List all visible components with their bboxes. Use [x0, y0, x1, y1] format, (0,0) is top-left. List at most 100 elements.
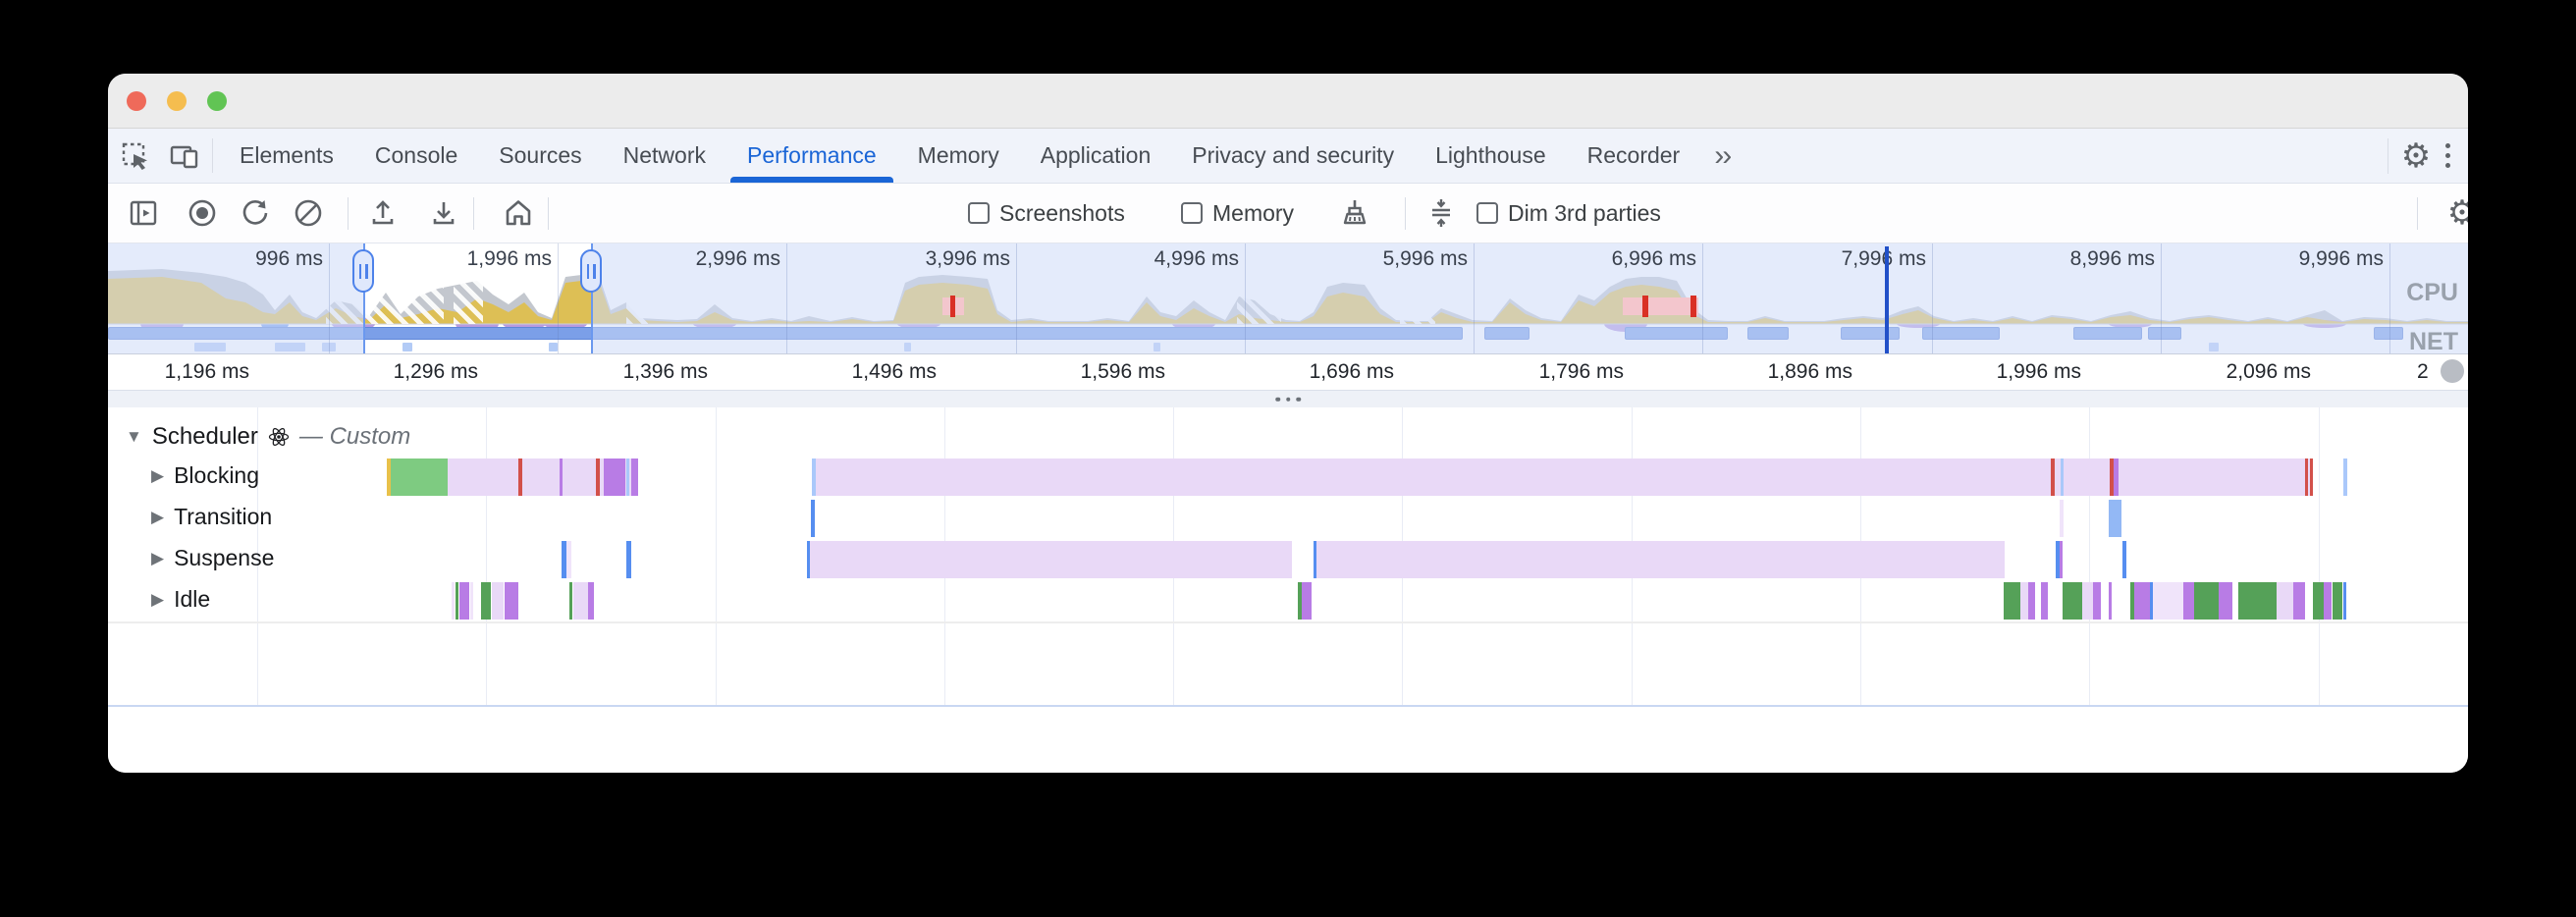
track-row-transition[interactable]: ▶Transition: [151, 504, 272, 530]
collapse-triangle-icon[interactable]: ▼: [126, 427, 142, 446]
flame-bar[interactable]: [588, 582, 594, 620]
flame-bar[interactable]: [2238, 582, 2277, 620]
minimize-window-button[interactable]: [167, 91, 187, 111]
flame-bar[interactable]: [456, 582, 458, 620]
flame-bar[interactable]: [811, 500, 815, 537]
flame-bar[interactable]: [2194, 582, 2219, 620]
flame-bar[interactable]: [2063, 582, 2082, 620]
checkbox-box[interactable]: [1181, 202, 1203, 224]
flame-bar[interactable]: [470, 582, 473, 620]
checkbox-box[interactable]: [1476, 202, 1498, 224]
clear-recording-icon[interactable]: [287, 191, 330, 235]
flame-bar[interactable]: [2293, 582, 2305, 620]
panel-splitter-handle[interactable]: [108, 390, 2468, 407]
flame-bar[interactable]: [2333, 582, 2342, 620]
tab-console[interactable]: Console: [374, 142, 458, 168]
flame-bar[interactable]: [2060, 541, 2063, 578]
flame-bar[interactable]: [2051, 458, 2055, 496]
flame-bar[interactable]: [560, 458, 563, 496]
flame-bar[interactable]: [2343, 458, 2347, 496]
flame-bar[interactable]: [2277, 582, 2293, 620]
flame-bar[interactable]: [2183, 582, 2194, 620]
flame-bar[interactable]: [452, 582, 455, 620]
selection-handle-left[interactable]: [352, 249, 374, 293]
dim-3rd-parties-checkbox[interactable]: Dim 3rd parties: [1476, 191, 1661, 235]
flame-bar[interactable]: [604, 458, 625, 496]
download-profile-icon[interactable]: [422, 191, 465, 235]
screenshots-checkbox[interactable]: Screenshots: [968, 191, 1125, 235]
expand-triangle-icon[interactable]: ▶: [151, 589, 165, 609]
flame-bar[interactable]: [812, 458, 2311, 496]
expand-triangle-icon[interactable]: ▶: [151, 507, 165, 526]
window-titlebar[interactable]: [108, 74, 2468, 129]
track-row-idle[interactable]: ▶Idle: [151, 586, 210, 613]
toggle-sidebar-icon[interactable]: [122, 191, 165, 235]
flame-bar[interactable]: [2153, 582, 2183, 620]
flame-bar[interactable]: [2324, 582, 2332, 620]
collapse-rows-icon[interactable]: [1420, 191, 1463, 235]
flame-bar[interactable]: [2219, 582, 2232, 620]
track-group-scheduler[interactable]: ▼ Scheduler — Custom: [126, 423, 410, 451]
flame-bar[interactable]: [569, 582, 572, 620]
flame-bar[interactable]: [2041, 582, 2048, 620]
flame-bar[interactable]: [562, 541, 566, 578]
flame-bar[interactable]: [2020, 582, 2028, 620]
flame-bar[interactable]: [626, 458, 629, 496]
flame-bar[interactable]: [1298, 582, 1302, 620]
flame-bar[interactable]: [2343, 582, 2346, 620]
flame-bar[interactable]: [2060, 500, 2064, 537]
flame-bar[interactable]: [573, 582, 588, 620]
checkbox-box[interactable]: [968, 202, 990, 224]
flame-bar[interactable]: [807, 541, 810, 578]
memory-checkbox[interactable]: Memory: [1181, 191, 1294, 235]
collect-garbage-icon[interactable]: [1331, 191, 1374, 235]
flame-bar[interactable]: [492, 582, 504, 620]
customize-devtools-icon[interactable]: [2438, 143, 2458, 168]
flame-bar[interactable]: [2310, 458, 2313, 496]
track-row-blocking[interactable]: ▶Blocking: [151, 462, 259, 489]
capture-settings-gear-icon[interactable]: ⚙: [2446, 194, 2468, 232]
flame-bar[interactable]: [1314, 541, 1316, 578]
tab-performance[interactable]: Performance: [726, 129, 897, 183]
flame-bar[interactable]: [518, 458, 522, 496]
expand-triangle-icon[interactable]: ▶: [151, 465, 165, 485]
flamechart-track-area[interactable]: ▼ Scheduler — Custom ▶Blocking ▶Transitio…: [108, 407, 2468, 707]
flame-bar[interactable]: [2028, 582, 2035, 620]
flame-bar[interactable]: [387, 458, 391, 496]
flame-bar[interactable]: [631, 458, 638, 496]
tab-application[interactable]: Application: [1040, 142, 1152, 168]
flame-bar[interactable]: [2110, 458, 2114, 496]
flame-bar[interactable]: [2082, 582, 2093, 620]
tab-sources[interactable]: Sources: [499, 142, 582, 168]
tab-network[interactable]: Network: [622, 142, 706, 168]
flame-bar[interactable]: [2130, 582, 2134, 620]
flame-bar[interactable]: [2109, 582, 2112, 620]
selection-handle-right[interactable]: [580, 249, 602, 293]
record-and-reload-button[interactable]: [234, 191, 277, 235]
flame-bar[interactable]: [2061, 458, 2064, 496]
flame-bar[interactable]: [391, 458, 448, 496]
flame-bar[interactable]: [2004, 582, 2020, 620]
flame-bar[interactable]: [2122, 541, 2126, 578]
upload-profile-icon[interactable]: [361, 191, 404, 235]
tab-memory[interactable]: Memory: [917, 142, 999, 168]
flame-bar[interactable]: [481, 582, 491, 620]
flame-bar[interactable]: [596, 458, 600, 496]
flame-bar[interactable]: [2109, 500, 2121, 537]
flame-bar[interactable]: [2093, 582, 2101, 620]
inspect-element-icon[interactable]: [108, 129, 163, 183]
flame-bar[interactable]: [459, 582, 469, 620]
flame-bar[interactable]: [1302, 582, 1312, 620]
flame-bar[interactable]: [2305, 458, 2308, 496]
tab-privacy-and-security[interactable]: Privacy and security: [1192, 142, 1395, 168]
flame-bar[interactable]: [2313, 582, 2324, 620]
flame-bar[interactable]: [2056, 541, 2060, 578]
flame-bar[interactable]: [2150, 582, 2153, 620]
home-icon[interactable]: [497, 191, 540, 235]
flame-bar[interactable]: [2114, 458, 2119, 496]
flame-bar[interactable]: [812, 458, 816, 496]
device-toolbar-icon[interactable]: [163, 129, 206, 183]
vertical-scrollbar-thumb[interactable]: [2441, 359, 2464, 383]
flame-bar[interactable]: [505, 582, 518, 620]
